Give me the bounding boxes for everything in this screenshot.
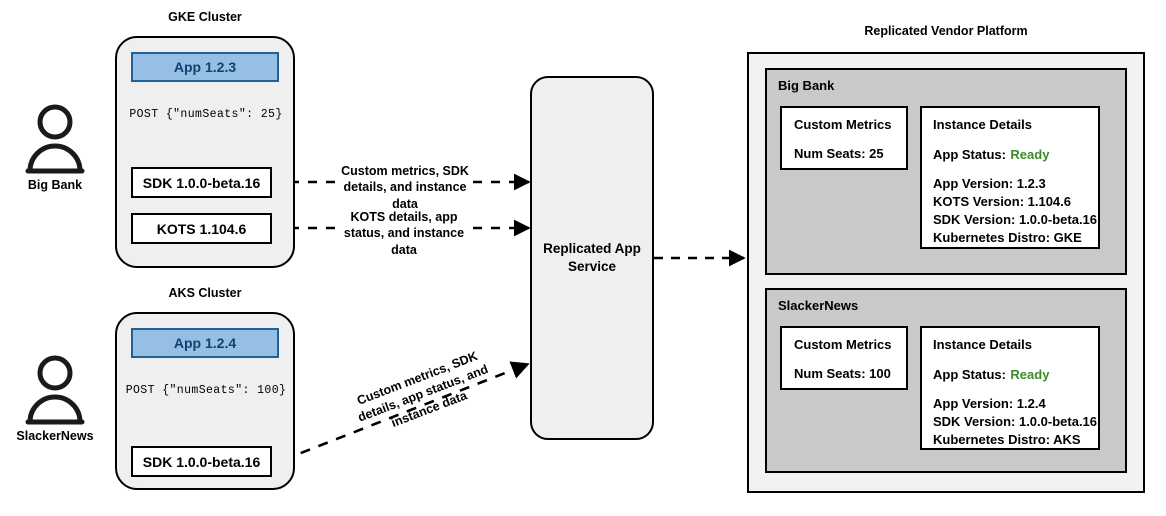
edge-label-aks: Custom metrics, SDK details, app status,… [336, 341, 510, 447]
edge-label-kots: KOTS details, app status, and instance d… [343, 210, 465, 257]
person-icon-big-bank [25, 104, 85, 174]
instance-row-big-bank-0: App Version: 1.2.3 [933, 176, 1046, 191]
tenant-title-slackernews: SlackerNews [778, 298, 859, 313]
replicated-app-service-box[interactable]: Replicated App Service [530, 76, 654, 440]
edge-label-sdk: Custom metrics, SDK details, and instanc… [341, 164, 469, 211]
aks-post-payload: POST {"numSeats": 100} [125, 384, 287, 397]
instance-row-big-bank-2: SDK Version: 1.0.0-beta.16 [933, 212, 1098, 227]
app-status-value-big-bank: Ready [1010, 147, 1050, 162]
actor-label-big-bank: Big Bank [27, 178, 83, 192]
app-status-value-slackernews: Ready [1010, 367, 1050, 382]
instance-row-big-bank-1: KOTS Version: 1.104.6 [933, 194, 1072, 209]
gke-kots-box[interactable]: KOTS 1.104.6 [131, 213, 272, 244]
metrics-panel-slackernews: Custom Metrics Num Seats: 100 [780, 326, 908, 390]
actor-label-slackernews: SlackerNews [16, 429, 94, 443]
metrics-panel-title-slackernews: Custom Metrics [794, 337, 892, 352]
metrics-panel-title-big-bank: Custom Metrics [794, 117, 892, 132]
instance-row-slackernews-0: App Version: 1.2.4 [933, 396, 1046, 411]
app-status-label-slackernews: App Status: [933, 367, 1006, 382]
gke-app-box[interactable]: App 1.2.3 [131, 52, 279, 82]
metrics-row-big-bank-0: Num Seats: 25 [794, 146, 884, 161]
gke-cluster-title: GKE Cluster [168, 10, 242, 24]
aks-cluster-title: AKS Cluster [168, 286, 242, 300]
instance-row-slackernews-2: Kubernetes Distro: AKS [933, 432, 1081, 447]
instance-row-big-bank-3: Kubernetes Distro: GKE [933, 230, 1082, 245]
gke-post-payload: POST {"numSeats": 25} [129, 108, 283, 121]
instance-panel-title-big-bank: Instance Details [933, 117, 1032, 132]
metrics-panel-big-bank: Custom Metrics Num Seats: 25 [780, 106, 908, 170]
instance-row-slackernews-1: SDK Version: 1.0.0-beta.16 [933, 414, 1098, 429]
platform-title: Replicated Vendor Platform [864, 24, 1028, 38]
instance-panel-slackernews: Instance Details App Status: Ready App V… [920, 326, 1100, 450]
tenant-title-big-bank: Big Bank [778, 78, 835, 93]
gke-sdk-box[interactable]: SDK 1.0.0-beta.16 [131, 167, 272, 198]
aks-app-box[interactable]: App 1.2.4 [131, 328, 279, 358]
aks-sdk-box[interactable]: SDK 1.0.0-beta.16 [131, 446, 272, 477]
metrics-row-slackernews-0: Num Seats: 100 [794, 366, 891, 381]
person-icon-slackernews [25, 355, 85, 425]
edge-label-aks-text: Custom metrics, SDK details, app status,… [355, 348, 491, 430]
instance-panel-big-bank: Instance Details App Status: Ready App V… [920, 106, 1100, 249]
instance-panel-title-slackernews: Instance Details [933, 337, 1032, 352]
app-status-label-big-bank: App Status: [933, 147, 1006, 162]
